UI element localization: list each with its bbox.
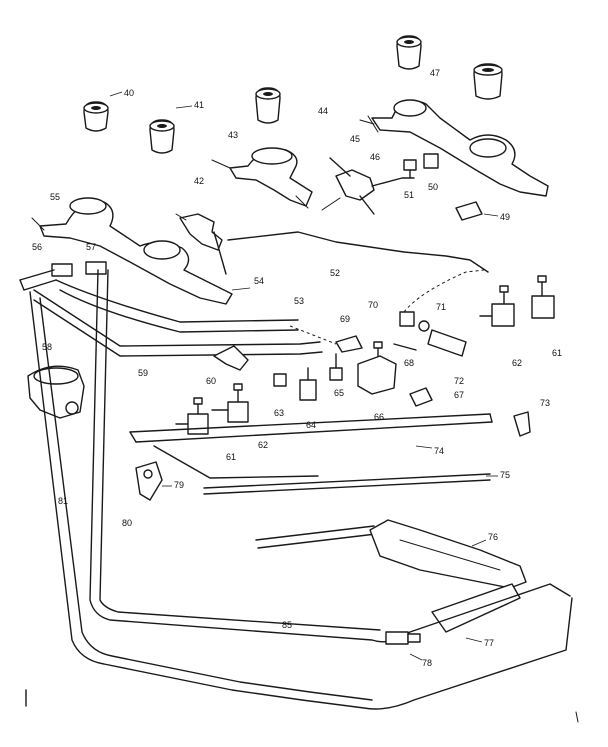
callout-60: 60 [206,376,216,386]
callout-78: 78 [422,658,432,668]
callout-58: 58 [42,342,52,352]
oven-burner-76 [369,519,527,589]
callout-49: 49 [500,212,510,222]
callout-64: 64 [306,420,316,430]
callout-59: 59 [138,368,148,378]
callout-62a: 62 [258,440,268,450]
callout-55: 55 [50,192,60,202]
callout-54: 54 [254,276,264,286]
burner-cap-center [255,87,281,124]
callout-79: 79 [174,480,184,490]
rod-75 [203,473,491,495]
fitting-51 [403,159,417,179]
callout-53: 53 [294,296,304,306]
burner-assembly-43 [211,147,313,209]
callout-72: 72 [454,376,464,386]
callout-66: 66 [374,412,384,422]
callout-40: 40 [124,88,134,98]
fitting-68 [393,343,417,351]
callout-81: 81 [58,496,68,506]
callout-65: 65 [334,388,344,398]
callout-61a: 61 [226,452,236,462]
callout-43: 43 [228,130,238,140]
burner-cap-top-right-1 [396,35,422,70]
burner-tube-77 [431,583,521,633]
callout-74: 74 [434,446,444,456]
callout-76: 76 [488,532,498,542]
ignitor-assembly-46 [321,157,415,215]
fitting-67 [409,387,433,407]
callout-61b: 61 [552,348,562,358]
callout-73: 73 [540,398,550,408]
fitting-72 [427,329,467,357]
callout-44: 44 [318,106,328,116]
callout-70: 70 [368,300,378,310]
fitting-50 [423,153,439,169]
gas-valve-66 [357,341,397,395]
callout-75: 75 [500,470,510,480]
orifice-69 [335,335,363,353]
gas-valve-61-right [531,275,555,319]
callout-57: 57 [86,242,96,252]
ignitor-assembly-42 [175,213,227,275]
callout-51: 51 [404,190,414,200]
scan-mark-right [575,711,579,723]
gas-valve-62-left [211,383,249,423]
callout-69: 69 [340,314,350,324]
callout-62b: 62 [512,358,522,368]
callout-52: 52 [330,268,340,278]
tube-81-outer [29,291,573,710]
callout-50: 50 [428,182,438,192]
manifold-tube-56 [51,261,107,277]
callout-45: 45 [350,134,360,144]
callout-47: 47 [430,68,440,78]
callout-56: 56 [32,242,42,252]
burner-cap-40 [83,101,109,132]
orifice-65 [329,353,343,381]
callout-41: 41 [194,100,204,110]
callout-85: 85 [282,620,292,630]
callout-77: 77 [484,638,494,648]
burner-cap-top-right-2 [473,63,503,100]
bracket-49 [455,201,483,221]
burner-cap-41 [149,119,175,154]
manifold-pipe-74 [129,413,493,479]
orifice-78 [385,631,421,645]
bracket-60 [213,345,249,371]
burner-assembly-55 [31,197,233,305]
callout-71: 71 [436,302,446,312]
callout-42: 42 [194,176,204,186]
orifice-70 [399,311,415,327]
orifice-64 [299,367,317,401]
burner-assembly-47 [359,99,549,197]
orifice-63 [273,373,287,387]
dashed-leader-53 [289,325,337,345]
gas-valve-62-right [479,285,515,327]
ignition-wire-52 [227,231,489,273]
callout-68: 68 [404,358,414,368]
pressure-regulator-58 [27,365,85,419]
callout-46: 46 [370,152,380,162]
callout-67: 67 [454,390,464,400]
tube-81 [99,269,381,631]
dashed-leader-70 [403,269,485,313]
orifice-71 [418,320,430,332]
callout-63: 63 [274,408,284,418]
tubing-main [19,269,323,357]
callout-80: 80 [122,518,132,528]
bracket-73 [513,411,531,437]
bracket-79 [135,461,163,501]
tube-rod [255,525,377,549]
